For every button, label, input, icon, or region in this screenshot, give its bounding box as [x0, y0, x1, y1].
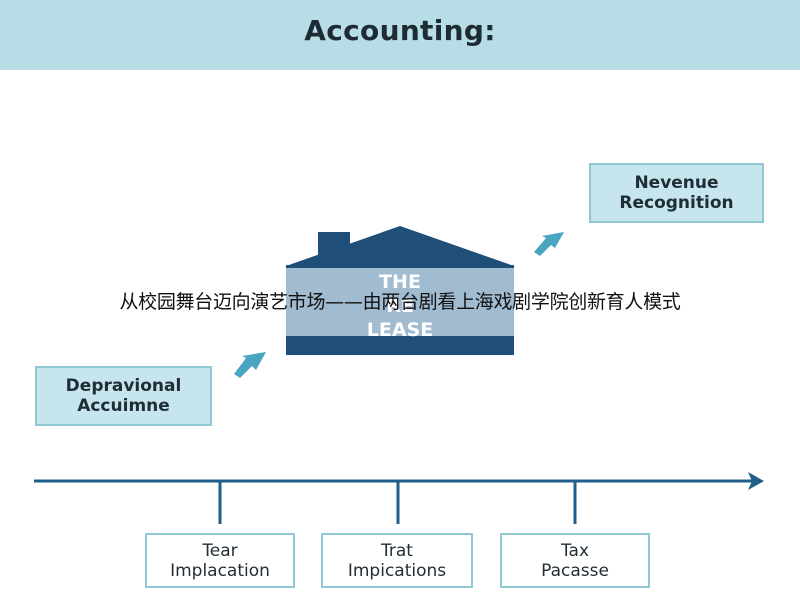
- house-label-line1: THE: [379, 271, 421, 293]
- revenue-recognition-line2: Recognition: [619, 193, 734, 213]
- house-icon: [286, 226, 514, 355]
- tear-implication-line1: Tear: [202, 540, 238, 561]
- timeline-arrowhead-icon: [748, 472, 764, 490]
- trat-implications-line2: Impications: [347, 560, 447, 581]
- house-overlay: [286, 268, 514, 336]
- tear-implication-line2: Implacation: [170, 560, 270, 581]
- tear-implication-box: Tear Implacation: [145, 533, 295, 588]
- house-label-line3: LEASE: [366, 319, 434, 341]
- depreciation-line1: Depravional: [65, 376, 182, 396]
- overlay-caption: 从校园舞台迈向演艺市场——由两台剧看上海戏剧学院创新育人模式: [119, 291, 681, 313]
- tax-pacasse-line2: Pacasse: [541, 560, 609, 581]
- house-label-line2: RE: [386, 295, 414, 317]
- revenue-recognition-line1: Nevenue: [634, 173, 719, 193]
- house-label: THE RE LEASE: [330, 270, 470, 342]
- trat-implications-line1: Trat: [381, 540, 413, 561]
- arrow-right-icon: [534, 232, 564, 256]
- diagram-title: Accounting:: [304, 14, 496, 47]
- depreciation-line2: Accuimne: [77, 396, 170, 416]
- depreciation-box: Depravional Accuimne: [35, 366, 212, 426]
- tax-pacasse-line1: Tax: [560, 540, 590, 561]
- house-roof: [286, 226, 514, 266]
- header-band: [0, 0, 800, 70]
- tax-pacasse-box: Tax Pacasse: [500, 533, 650, 588]
- trat-implications-box: Trat Impications: [321, 533, 473, 588]
- arrow-left-icon: [234, 352, 266, 378]
- revenue-recognition-box: Nevenue Recognition: [589, 163, 764, 223]
